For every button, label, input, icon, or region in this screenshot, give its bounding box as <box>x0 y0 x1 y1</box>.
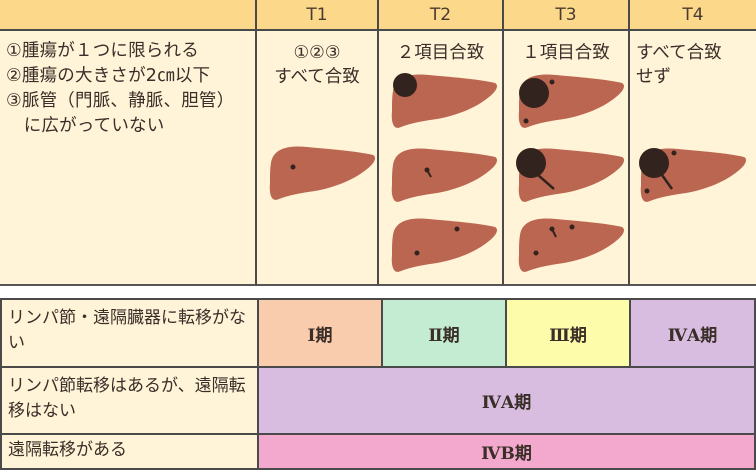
stage-III: Ⅲ期 <box>507 300 631 366</box>
t1-caption-line2: すべて合致 <box>274 67 360 87</box>
criterion-2: ②腫瘍の大きさが2㎝以下 <box>6 66 211 86</box>
t3-cell: １項目合致 <box>504 31 630 286</box>
staging-table: リンパ節・遠隔臓器に転移がない Ⅰ期 Ⅱ期 Ⅲ期 ⅣA期 リンパ節転移はあるが、… <box>0 298 756 470</box>
liver-t3-large-vascular-icon <box>516 148 624 202</box>
stage-II: Ⅱ期 <box>383 300 507 366</box>
liver-t3-multiple-vascular-icon <box>518 218 624 272</box>
criterion-3-cont: に広がっていない <box>6 116 165 136</box>
header-blank <box>0 0 257 31</box>
row-label-lymph-metastasis: リンパ節転移はあるが、遠隔転移はない <box>2 368 259 433</box>
liver-t3-large-multiple-icon <box>518 74 624 128</box>
staging-row-lymph-metastasis: リンパ節転移はあるが、遠隔転移はない ⅣA期 <box>2 368 754 435</box>
stage-IVA-lymph: ⅣA期 <box>259 368 754 433</box>
stage-IVA-t4: ⅣA期 <box>631 300 754 366</box>
t2-cell: ２項目合致 <box>379 31 504 286</box>
header-t1: T1 <box>257 0 379 31</box>
t4-cell: すべて合致 せず <box>630 31 756 286</box>
criterion-1: ①腫瘍が１つに限られる <box>6 41 199 61</box>
row-label-no-metastasis: リンパ節・遠隔臓器に転移がない <box>2 300 259 366</box>
t2-caption: ２項目合致 <box>396 43 485 63</box>
row-label-distant-metastasis: 遠隔転移がある <box>2 435 259 468</box>
header-t3: T3 <box>504 0 630 31</box>
liver-t1-icon <box>269 146 375 200</box>
t4-caption-line2: せず <box>636 67 671 87</box>
liver-t2-vascular-icon <box>391 148 497 202</box>
criterion-3: ③脈管（門脈、静脈、胆管） <box>6 91 235 111</box>
t1-cell: ①②③ すべて合致 <box>257 31 379 286</box>
t1-caption-line1: ①②③ <box>293 43 341 63</box>
criteria-list: ①腫瘍が１つに限られる ②腫瘍の大きさが2㎝以下 ③脈管（門脈、静脈、胆管） に… <box>0 31 257 286</box>
staging-row-distant-metastasis: 遠隔転移がある ⅣB期 <box>2 435 754 468</box>
header-t2: T2 <box>379 0 504 31</box>
stage-IVB: ⅣB期 <box>259 435 754 468</box>
t4-caption-line1: すべて合致 <box>636 43 722 63</box>
liver-t2-large-tumor-icon <box>391 73 497 128</box>
liver-t2-multiple-icon <box>391 218 497 272</box>
staging-row-no-metastasis: リンパ節・遠隔臓器に転移がない Ⅰ期 Ⅱ期 Ⅲ期 ⅣA期 <box>2 300 754 368</box>
stage-I: Ⅰ期 <box>259 300 383 366</box>
header-t4: T4 <box>630 0 756 31</box>
t3-caption: １項目合致 <box>522 43 610 63</box>
t-classification-table: T1 T2 T3 T4 ①腫瘍が１つに限られる ②腫瘍の大きさが2㎝以下 ③脈管… <box>0 0 756 286</box>
liver-t4-all-icon <box>639 148 746 202</box>
